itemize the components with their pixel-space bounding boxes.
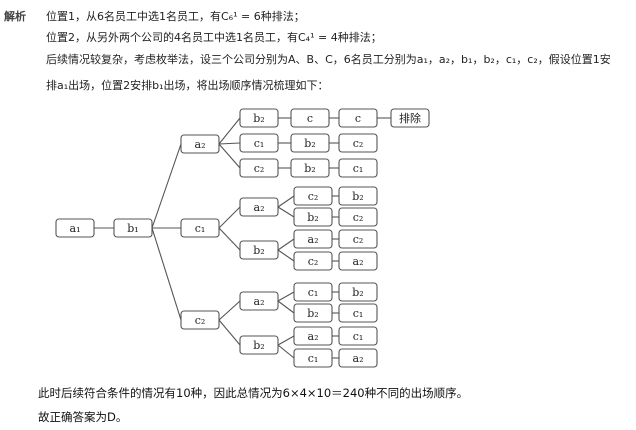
tree-edge-24 bbox=[151, 227, 182, 321]
svg-text:b₁: b₁ bbox=[127, 222, 138, 235]
tree-node-1: b₂ bbox=[239, 108, 279, 128]
tree-node-22: b₂ bbox=[338, 282, 378, 302]
tree-branch-2: c₂ bbox=[180, 310, 220, 330]
svg-text:a₂: a₂ bbox=[353, 352, 364, 365]
svg-text:c₂: c₂ bbox=[308, 255, 319, 268]
analysis-line-4: 排a₁出场，位置2安排b₁出场，将出场顺序情况梳理如下： bbox=[46, 79, 329, 92]
tree-edge-2 bbox=[151, 143, 182, 229]
svg-text:c₂: c₂ bbox=[254, 162, 265, 175]
enumeration-tree-diagram: a₁ b₁ a₂ b₂ c c 排除 c₁ b₂ c₂ c₂ b₂ c₁ c₁ a₂ c₂ b₂ b₂ c₂ b₂ a₂… bbox=[55, 108, 430, 368]
svg-text:b₂: b₂ bbox=[253, 339, 264, 352]
tree-node-16: a₂ bbox=[293, 229, 333, 249]
svg-text:b₂: b₂ bbox=[352, 190, 363, 203]
svg-text:b₂: b₂ bbox=[304, 137, 315, 150]
tree-node-27: c₁ bbox=[338, 326, 378, 346]
conclusion-line-2: 故正确答案为D。 bbox=[38, 410, 128, 424]
tree-node-5: b₂ bbox=[290, 133, 330, 153]
tree-node-25: b₂ bbox=[239, 335, 279, 355]
tree-node-26: a₂ bbox=[293, 326, 333, 346]
tree-node-15: b₂ bbox=[239, 240, 279, 260]
tree-edge-28 bbox=[277, 300, 295, 314]
tree-node-20: a₂ bbox=[239, 291, 279, 311]
svg-text:c₂: c₂ bbox=[353, 233, 364, 246]
svg-text:c₂: c₂ bbox=[353, 137, 364, 150]
svg-text:a₂: a₂ bbox=[195, 138, 206, 151]
analysis-label: 解析 bbox=[4, 10, 26, 23]
tree-node-8: b₂ bbox=[290, 158, 330, 178]
tree-node-4: c₁ bbox=[239, 133, 279, 153]
tree-edge-15 bbox=[277, 195, 295, 208]
tree-node-2: c bbox=[290, 108, 330, 128]
tree-node-23: b₂ bbox=[293, 303, 333, 323]
svg-text:b₂: b₂ bbox=[307, 211, 318, 224]
tree-node-24: c₁ bbox=[338, 303, 378, 323]
svg-text:a₂: a₂ bbox=[254, 201, 265, 214]
tree-edge-30 bbox=[218, 319, 241, 346]
svg-text:a₂: a₂ bbox=[353, 255, 364, 268]
tree-level1-node: b₁ bbox=[113, 218, 153, 238]
tree-edge-25 bbox=[218, 300, 241, 321]
tree-node-10: a₂ bbox=[239, 197, 279, 217]
excluded-node: 排除 bbox=[390, 108, 430, 128]
svg-text:c: c bbox=[355, 112, 361, 125]
tree-edge-20 bbox=[277, 238, 295, 251]
conclusion-area bbox=[0, 372, 636, 430]
svg-text:b₂: b₂ bbox=[352, 286, 363, 299]
tree-edge-31 bbox=[277, 335, 295, 346]
analysis-line-2: 位置2，从另外两个公司的4名员工中选1名员工，有C₄¹ = 4种排法； bbox=[46, 31, 382, 44]
tree-node-17: c₂ bbox=[338, 229, 378, 249]
conclusion-line-1: 此时后续符合条件的情况有10种，因此总情况为6×4×10＝240种不同的出场顺序… bbox=[38, 386, 469, 400]
tree-node-3: c bbox=[338, 108, 378, 128]
analysis-line-1: 位置1，从6名员工中选1名员工，有C₆¹ = 6种排法； bbox=[46, 10, 305, 23]
svg-text:b₂: b₂ bbox=[253, 112, 264, 125]
tree-root-node: a₁ bbox=[55, 218, 95, 238]
svg-text:c₂: c₂ bbox=[353, 211, 364, 224]
tree-node-21: c₁ bbox=[293, 282, 333, 302]
svg-text:c₂: c₂ bbox=[195, 314, 206, 327]
svg-text:c₂: c₂ bbox=[308, 190, 319, 203]
svg-text:c₁: c₁ bbox=[308, 352, 319, 365]
svg-text:b₂: b₂ bbox=[253, 244, 264, 257]
tree-node-18: c₂ bbox=[293, 251, 333, 271]
tree-node-13: b₂ bbox=[293, 207, 333, 227]
svg-text:c₁: c₁ bbox=[308, 286, 319, 299]
svg-text:c₁: c₁ bbox=[254, 137, 265, 150]
tree-node-28: c₁ bbox=[293, 348, 333, 368]
tree-node-29: a₂ bbox=[338, 348, 378, 368]
svg-text:b₂: b₂ bbox=[307, 307, 318, 320]
tree-edge-33 bbox=[277, 344, 295, 359]
analysis-line-3: 后续情况较复杂，考虑枚举法，设三个公司分别为A、B、C，6名员工分别为a₁，a₂… bbox=[46, 53, 611, 66]
tree-node-7: c₂ bbox=[239, 158, 279, 178]
tree-node-9: c₁ bbox=[338, 158, 378, 178]
svg-text:a₁: a₁ bbox=[70, 222, 81, 235]
tree-branch-a2: a₂ bbox=[180, 134, 220, 154]
tree-node-19: a₂ bbox=[338, 251, 378, 271]
tree-node-14: c₂ bbox=[338, 207, 378, 227]
svg-text:c: c bbox=[307, 112, 313, 125]
tree-edge-14 bbox=[218, 206, 241, 229]
svg-text:c₁: c₁ bbox=[353, 330, 364, 343]
tree-edge-26 bbox=[277, 291, 295, 302]
svg-text:排除: 排除 bbox=[399, 111, 421, 125]
tree-edge-19 bbox=[218, 227, 241, 251]
svg-text:a₂: a₂ bbox=[254, 295, 265, 308]
tree-edge-17 bbox=[277, 206, 295, 218]
tree-node-11: c₂ bbox=[293, 186, 333, 206]
tree-node-6: c₂ bbox=[338, 133, 378, 153]
tree-edge-22 bbox=[277, 249, 295, 262]
tree-node-12: b₂ bbox=[338, 186, 378, 206]
svg-text:c₁: c₁ bbox=[195, 222, 206, 235]
svg-text:a₂: a₂ bbox=[308, 233, 319, 246]
svg-text:c₁: c₁ bbox=[353, 307, 364, 320]
tree-edge-3 bbox=[218, 117, 241, 145]
svg-text:a₂: a₂ bbox=[308, 330, 319, 343]
tree-edge-7 bbox=[218, 142, 241, 145]
tree-branch-1: c₁ bbox=[180, 218, 220, 238]
tree-edge-10 bbox=[218, 143, 241, 169]
svg-text:c₁: c₁ bbox=[353, 162, 364, 175]
svg-text:b₂: b₂ bbox=[304, 162, 315, 175]
